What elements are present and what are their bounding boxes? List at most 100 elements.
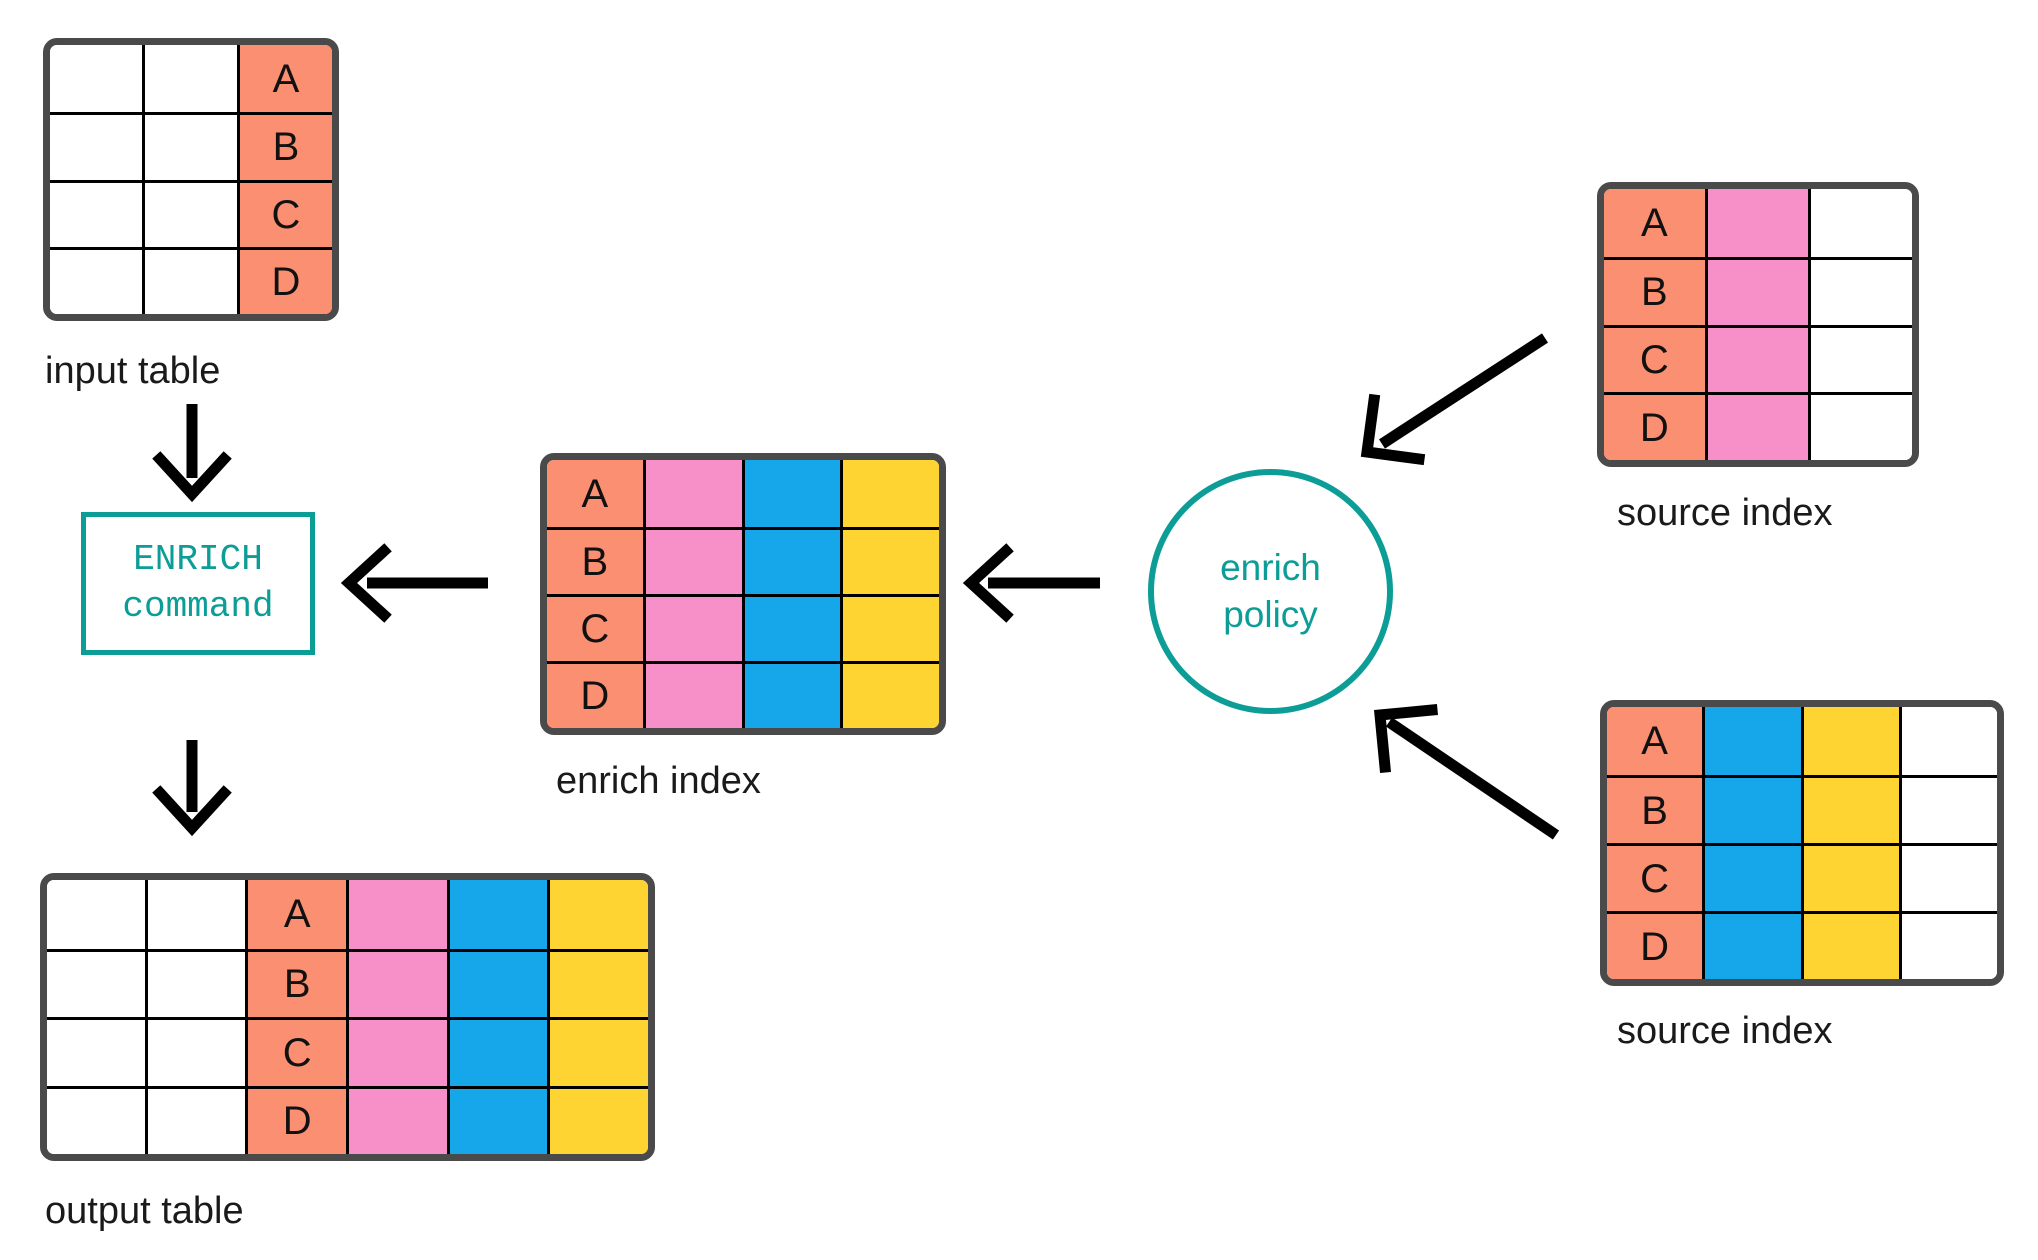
table-cell [1704,189,1809,257]
table-cell [1702,843,1801,911]
table-cell-key: D [1604,392,1705,460]
enrich-command-box[interactable]: ENRICH command [81,512,315,655]
table-cell [346,880,447,949]
table-cell-key: A [245,880,347,949]
table-cell [346,1017,447,1086]
table-cell-key: C [245,1017,347,1086]
table-row: A [1604,189,1912,257]
table-cell-key: A [237,45,332,113]
table-cell [142,179,237,247]
table-cell [1808,256,1912,325]
table-row: D [50,246,332,314]
table-cell [1808,189,1912,257]
table-cell [142,246,237,314]
table-cell [741,460,841,527]
table-row: C [1604,324,1912,393]
table-cell [142,45,237,113]
table-cell [642,460,742,527]
table-cell [1702,707,1801,775]
enrich-index-caption: enrich index [556,760,761,802]
table-row: A [47,880,648,949]
table-cell-key: B [1604,256,1705,325]
table-cell [47,1017,145,1086]
table-cell [346,948,447,1017]
table-row: D [1604,392,1912,460]
table-cell [144,948,246,1017]
table-cell [642,661,742,728]
table-cell [446,1085,548,1154]
table-row: D [547,661,939,728]
table-cell [50,112,142,180]
table-cell-key: C [547,594,643,661]
table-row: B [1607,775,1997,843]
table-cell [1898,707,1997,775]
arrow-source-top-to-policy [1360,333,1548,466]
table-cell [547,880,648,949]
table-row: A [547,460,939,527]
table-cell [840,460,939,527]
table-cell [47,948,145,1017]
table-row: B [50,112,332,180]
arrow-command-to-output [152,740,232,837]
table-cell [840,527,939,594]
table-cell [547,948,648,1017]
table-cell [1800,843,1899,911]
table-cell-key: C [1604,324,1705,393]
arrow-enrich-index-to-command [340,543,488,623]
table-cell [1808,324,1912,393]
table-row: A [50,45,332,113]
table-cell [1898,775,1997,843]
source-index-bottom-caption: source index [1617,1010,1833,1052]
table-cell [144,880,246,949]
table-cell [1898,843,1997,911]
table-cell-key: B [1607,775,1703,843]
enrich-policy-circle[interactable]: enrich policy [1148,469,1393,714]
table-row: C [1607,843,1997,911]
source-index-top-caption: source index [1617,492,1833,534]
table-cell [144,1017,246,1086]
table-cell [1800,911,1899,979]
table-cell [741,594,841,661]
table-cell-key: A [1604,189,1705,257]
table-cell-key: B [245,948,347,1017]
table-cell-key: B [547,527,643,594]
table-cell [47,1085,145,1154]
table-cell [547,1017,648,1086]
arrow-source-bottom-to-policy [1373,703,1560,840]
table-row: D [1607,911,1997,979]
table-row: B [1604,256,1912,325]
enrich-command-line2: command [122,585,274,627]
table-cell-key: C [237,179,332,247]
input-table-caption: input table [45,350,221,392]
table-row: D [47,1085,648,1154]
table-cell [642,527,742,594]
table-cell-key: B [237,112,332,180]
table-cell-key: D [245,1085,347,1154]
arrow-policy-to-enrich-index [962,543,1100,623]
table-cell [446,948,548,1017]
table-row: A [1607,707,1997,775]
table-cell [741,661,841,728]
table-cell [1808,392,1912,460]
table-cell [144,1085,246,1154]
table-cell [50,246,142,314]
enrich-policy-line2: policy [1223,593,1318,635]
table-cell [1702,775,1801,843]
table-cell [1704,392,1809,460]
output-table-caption: output table [45,1190,244,1232]
table-cell [47,880,145,949]
table-cell-key: C [1607,843,1703,911]
table-cell [840,594,939,661]
table-cell-key: A [1607,707,1703,775]
table-cell [50,179,142,247]
table-row: C [50,179,332,247]
table-cell-key: D [237,246,332,314]
table-cell [741,527,841,594]
table-cell [50,45,142,113]
table-row: C [47,1017,648,1086]
table-cell [1704,324,1809,393]
